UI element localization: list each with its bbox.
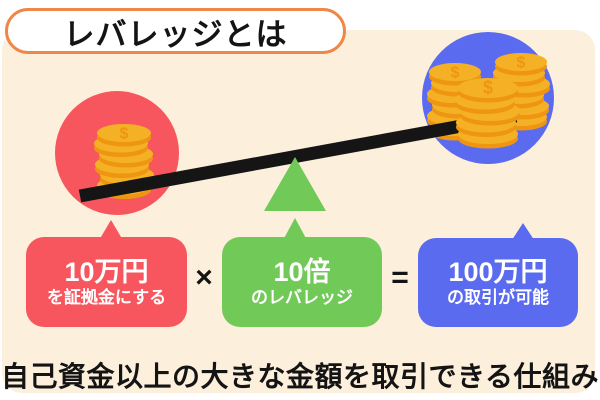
result-box: 100万円 の取引が可能: [418, 238, 578, 327]
caption-text: 自己資金以上の大きな金額を取引できる仕組み: [1, 361, 599, 392]
lever-bar-icon: [78, 109, 518, 203]
fulcrum-triangle-icon: [264, 157, 326, 211]
multiply-symbol: ×: [195, 261, 213, 294]
leverage-label: のレバレッジ: [251, 287, 353, 307]
result-label: の取引が可能: [447, 288, 549, 308]
leverage-value: 10倍: [273, 256, 331, 287]
page-title-text: レバレッジとは: [63, 16, 288, 52]
red-bubble-pointer-icon: [98, 220, 124, 242]
coin-stacks-icon: $: [455, 78, 520, 149]
dollar-sign-icon: $: [451, 65, 460, 82]
margin-box: 10万円 を証拠金にする: [26, 237, 187, 327]
dollar-sign-icon: $: [120, 126, 129, 143]
equals-symbol: =: [391, 261, 409, 294]
result-value: 100万円: [448, 257, 548, 288]
dollar-sign-icon: $: [517, 55, 526, 72]
leverage-box: 10倍 のレバレッジ: [222, 237, 382, 327]
green-bubble-pointer-icon: [282, 218, 308, 242]
dollar-sign-icon: $: [483, 78, 493, 98]
page-title: レバレッジとは: [5, 8, 346, 54]
margin-label: を証拠金にする: [46, 287, 167, 307]
margin-value: 10万円: [64, 256, 149, 287]
